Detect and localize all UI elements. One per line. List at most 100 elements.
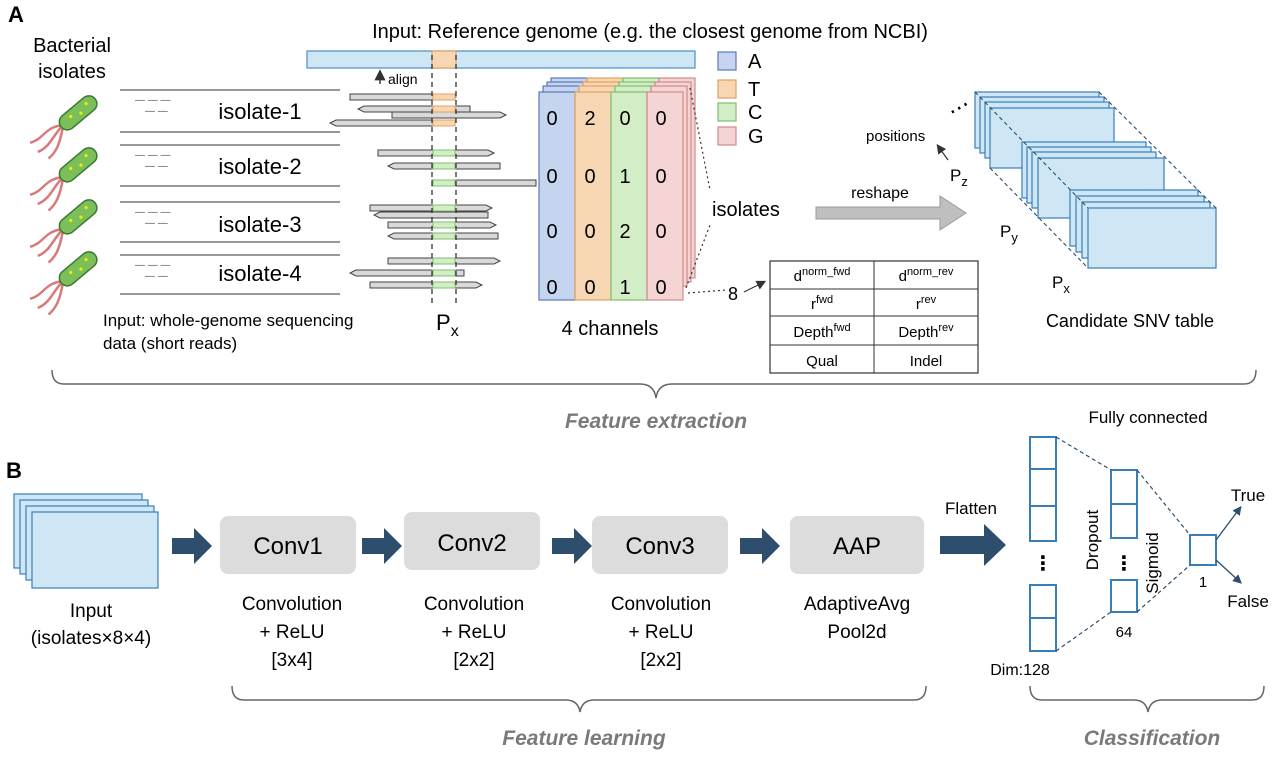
input-title-line1: Input bbox=[70, 601, 113, 622]
true-arrow bbox=[1215, 505, 1242, 541]
eight-label: 8 bbox=[728, 284, 738, 304]
input-title-line2: (isolates×8×4) bbox=[31, 628, 151, 649]
aap-desc: Pool2d bbox=[827, 622, 886, 643]
output-node bbox=[1189, 534, 1217, 566]
position-px-label: Px bbox=[436, 310, 459, 340]
dim-label: Dim:128 bbox=[990, 662, 1050, 679]
channel-value: 2 bbox=[584, 108, 595, 130]
conv2-desc: [2x2] bbox=[453, 650, 494, 671]
conv2-name: Conv2 bbox=[437, 530, 506, 557]
fc-connections bbox=[1055, 436, 1191, 652]
channel-value: 0 bbox=[619, 108, 630, 130]
channel-value: 0 bbox=[655, 221, 666, 243]
reshape-arrow bbox=[815, 195, 967, 231]
legend-swatch bbox=[717, 51, 737, 71]
isolate-label: isolate-3 bbox=[218, 212, 301, 237]
legend-label: C bbox=[748, 102, 762, 124]
channel-stacks: 0 0 0 0 2 0 0 0 0 1 2 1 0 0 0 0 bbox=[538, 77, 696, 301]
legend-label: A bbox=[748, 51, 762, 73]
bacterial-title-line1: Bacterial bbox=[33, 35, 111, 57]
feature-extraction-label: Feature extraction bbox=[565, 410, 747, 433]
bacterium-icon bbox=[29, 251, 98, 316]
conv1-block bbox=[220, 516, 356, 574]
bacterial-title-line2: isolates bbox=[38, 61, 106, 83]
false-arrow bbox=[1215, 559, 1242, 584]
conv3-name: Conv3 bbox=[625, 533, 694, 560]
ellipsis-icon: ⋯ bbox=[943, 91, 975, 124]
feature-cell: dnorm_rev bbox=[899, 266, 954, 285]
feature-learning-label: Feature learning bbox=[502, 727, 666, 750]
false-label: False bbox=[1227, 592, 1269, 611]
conv1-name: Conv1 bbox=[253, 533, 322, 560]
fc-title: Fully connected bbox=[1088, 408, 1207, 427]
channel-value: 0 bbox=[655, 277, 666, 299]
conv3-desc: [2x2] bbox=[640, 650, 681, 671]
conv3-desc: + ReLU bbox=[629, 622, 694, 643]
flatten-arrow bbox=[940, 524, 1006, 566]
output-size-label: 1 bbox=[1199, 574, 1207, 591]
isolate-label: isolate-2 bbox=[218, 154, 301, 179]
channel-value: 0 bbox=[584, 166, 595, 188]
isolate-label: isolate-1 bbox=[218, 99, 301, 124]
svg-text:— —: — — bbox=[145, 218, 168, 229]
classification-label: Classification bbox=[1084, 727, 1221, 750]
channel-value: 0 bbox=[546, 166, 557, 188]
channel-value: 1 bbox=[619, 277, 630, 299]
conv1-desc: [3x4] bbox=[271, 650, 312, 671]
classification-brace bbox=[1029, 685, 1265, 713]
fc-layer-128 bbox=[1029, 436, 1057, 652]
snv-axis-px: Px bbox=[1052, 273, 1070, 296]
feature-cell: rrev bbox=[916, 294, 937, 313]
legend-swatch bbox=[717, 79, 737, 99]
reference-genome-bar bbox=[306, 50, 696, 69]
legend-label: T bbox=[748, 79, 760, 101]
channel-value: 0 bbox=[655, 108, 666, 130]
feature-cell: dnorm_fwd bbox=[794, 266, 851, 285]
flow-arrow bbox=[362, 528, 402, 564]
legend-swatch bbox=[717, 102, 737, 122]
flow-arrow bbox=[552, 528, 592, 564]
reference-input-label: Input: Reference genome (e.g. the closes… bbox=[372, 21, 928, 43]
sigmoid-label: Sigmoid bbox=[1143, 532, 1162, 593]
bacterium-icon bbox=[29, 199, 98, 264]
feature-cell: Depthfwd bbox=[793, 322, 850, 341]
aap-desc: AdaptiveAvg bbox=[804, 594, 910, 615]
align-label: align bbox=[388, 71, 418, 87]
snv-title: Candidate SNV table bbox=[1046, 311, 1214, 331]
snv-front-plane bbox=[1087, 207, 1217, 269]
svg-text:— — —: — — — bbox=[135, 260, 171, 271]
base-legend: A T C G bbox=[717, 51, 764, 148]
conv1-desc: + ReLU bbox=[260, 622, 325, 643]
channel-value: 0 bbox=[546, 221, 557, 243]
channel-value: 0 bbox=[584, 277, 595, 299]
flow-arrow bbox=[740, 528, 780, 564]
legend-swatch bbox=[717, 126, 737, 146]
channel-value: 1 bbox=[619, 166, 630, 188]
channel-value: 0 bbox=[546, 108, 557, 130]
feature-cell: Qual bbox=[806, 353, 838, 370]
feature-cell: Indel bbox=[910, 353, 943, 370]
snv-axis-py: Py bbox=[1000, 222, 1018, 245]
position-highlights bbox=[432, 93, 456, 289]
channel-a bbox=[538, 91, 576, 301]
panel-b: B Input (isolates×8×4) Conv1 Conv2 Conv3… bbox=[6, 408, 1269, 750]
snv-table-stacks: ⋯ bbox=[943, 91, 1217, 269]
flatten-label: Flatten bbox=[945, 499, 997, 518]
fc-layer-64 bbox=[1110, 469, 1138, 613]
aap-name: AAP bbox=[833, 533, 881, 560]
channel-value: 0 bbox=[655, 166, 666, 188]
channel-g bbox=[646, 91, 684, 301]
fc128-ellipsis: ⋮ bbox=[1033, 553, 1053, 575]
true-label: True bbox=[1231, 486, 1265, 505]
feature-learning-brace bbox=[231, 685, 927, 713]
conv2-desc: Convolution bbox=[424, 594, 524, 615]
conv2-block bbox=[404, 512, 540, 570]
hidden-size-label: 64 bbox=[1116, 624, 1133, 641]
panel-a: A Bacterial isolates bbox=[8, 2, 1257, 433]
svg-text:— — —: — — — bbox=[135, 150, 171, 161]
bacterium-icon bbox=[29, 147, 98, 212]
svg-text:— — —: — — — bbox=[135, 207, 171, 218]
svg-text:— —: — — bbox=[145, 271, 168, 282]
feature-table: dnorm_fwd dnorm_rev rfwd rrev Depthfwd D… bbox=[769, 260, 979, 374]
